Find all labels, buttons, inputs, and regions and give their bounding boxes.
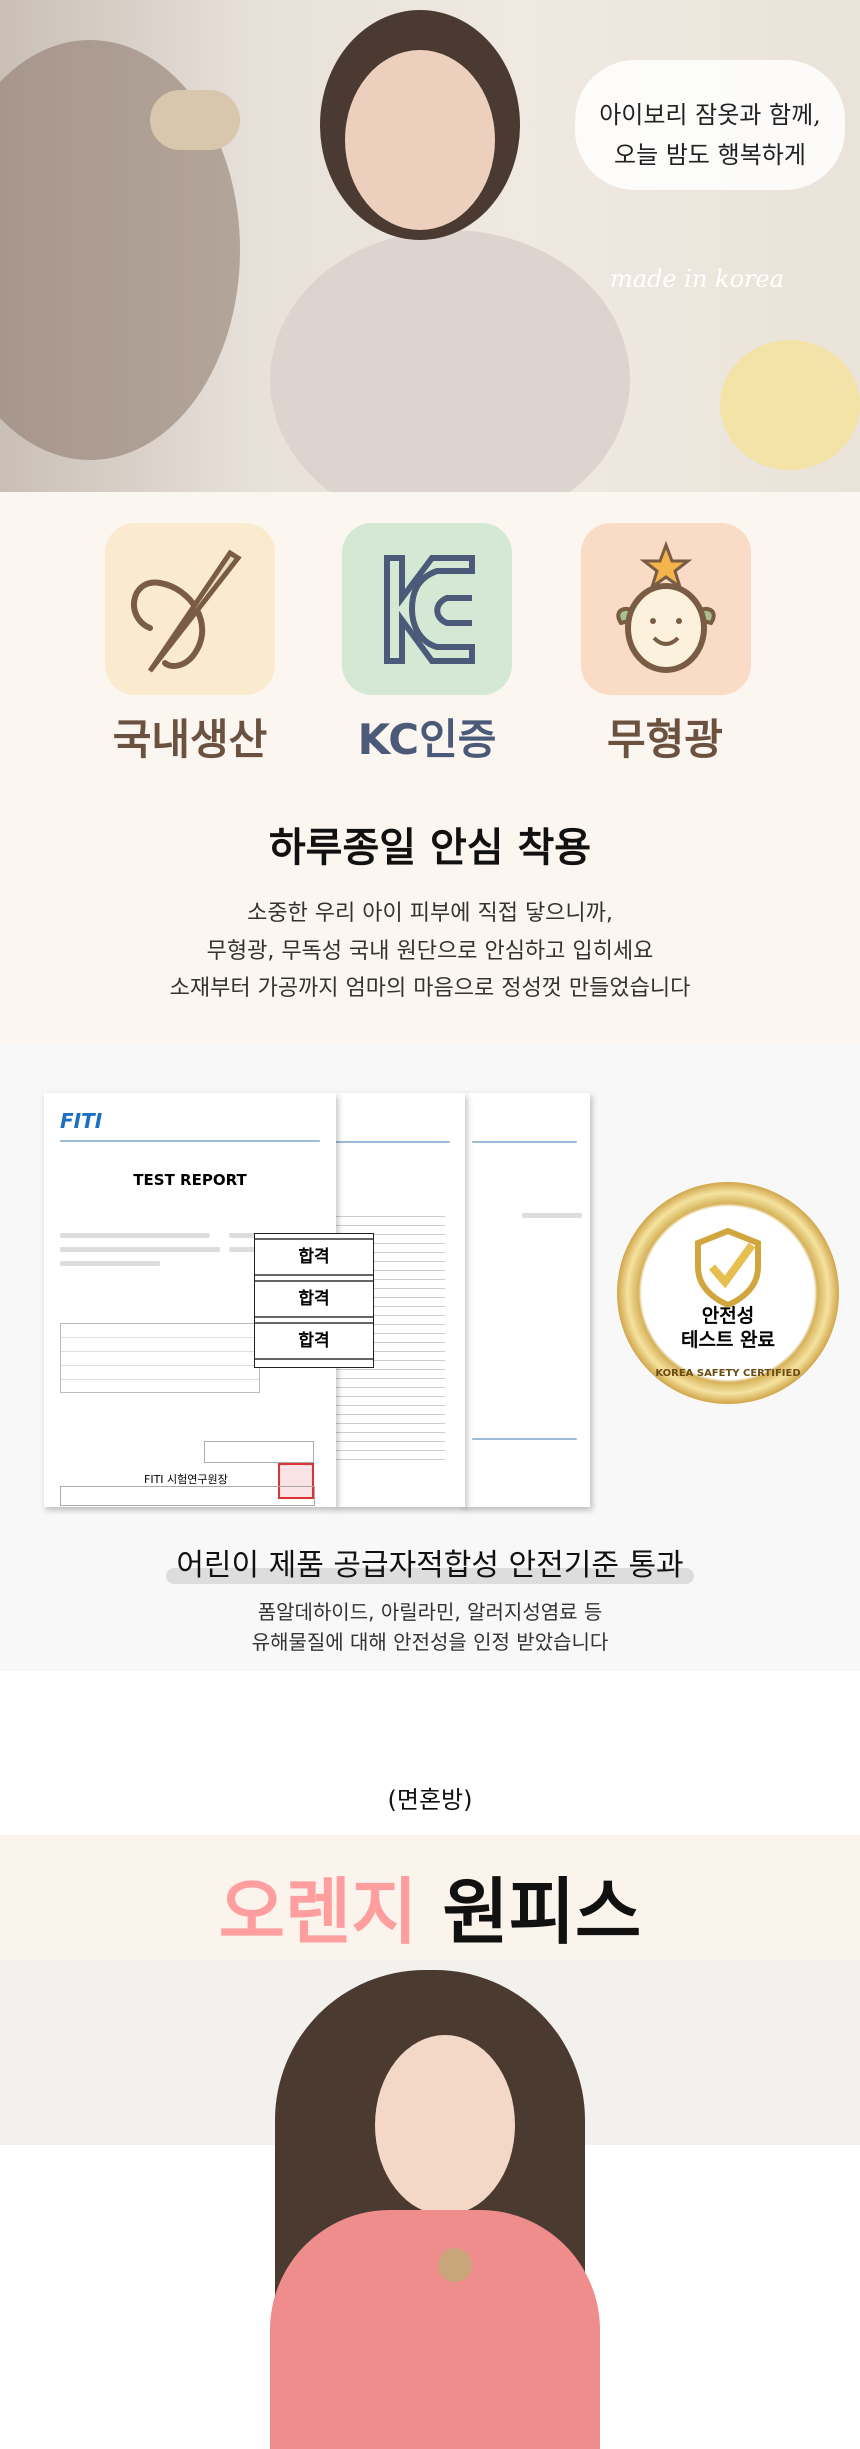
report-signature: FITI 시험연구원장	[144, 1471, 228, 1487]
needle-thread-icon	[105, 523, 275, 695]
cert-text-line2: 유해물질에 대해 안전성을 인정 받았습니다	[251, 1630, 609, 1654]
kc-mark-icon	[342, 523, 512, 695]
product-title: 오렌지 원피스	[0, 1853, 860, 1958]
test-report-page-3	[462, 1093, 590, 1507]
badge-line1: 안전성	[701, 1305, 755, 1327]
badge-line2: 테스트 완료	[680, 1329, 775, 1351]
safe-text-line3: 소재부터 가공까지 엄마의 마음으로 정성껏 만들었습니다	[169, 976, 691, 1001]
feature-label-non-fluorescent: 무형광	[607, 715, 723, 764]
hero-caption-line2: 오늘 밤도 행복하게	[614, 141, 806, 169]
product-title-accent: 오렌지	[218, 1870, 418, 1954]
hero-caption-line1: 아이보리 잠옷과 함께,	[599, 101, 821, 129]
made-in-korea-text: made in korea	[610, 265, 784, 293]
cert-text-line1: 폼알데하이드, 아릴라민, 알러지성염료 등	[257, 1600, 603, 1624]
safe-heading: 하루종일 안심 착용	[0, 815, 860, 873]
shield-check-icon	[695, 1227, 761, 1307]
cert-heading: 어린이 제품 공급자적합성 안전기준 통과	[0, 1540, 860, 1584]
fiti-logo: FITI	[60, 1109, 103, 1133]
product-photo	[0, 1960, 860, 2449]
smiley-sprout-icon	[581, 523, 751, 695]
product-title-rest: 원피스	[442, 1870, 642, 1954]
feature-label-kc: KC인증	[357, 715, 497, 764]
speech-bubble	[575, 60, 845, 190]
feature-label-domestic: 국내생산	[112, 715, 268, 764]
product-title-band	[0, 1835, 860, 1960]
fabric-label: (면혼방)	[387, 1786, 473, 1814]
test-report-page-1: FITI TEST REPORT FITI 시험연구원장	[44, 1093, 336, 1507]
safe-text-line2: 무형광, 무독성 국내 원단으로 안심하고 입히세요	[206, 939, 654, 964]
hero-photo: 아이보리 잠옷과 함께, 오늘 밤도 행복하게 made in korea	[0, 0, 860, 492]
result-pass: 합격	[255, 1280, 373, 1318]
test-results-box: 합격 합격 합격	[254, 1233, 374, 1368]
badge-ring-text: KOREA SAFETY CERTIFIED	[655, 1368, 801, 1379]
result-pass: 합격	[255, 1238, 373, 1276]
official-seal-stamp	[278, 1463, 314, 1499]
safe-text-line1: 소중한 우리 아이 피부에 직접 닿으니까,	[247, 901, 613, 926]
report-title: TEST REPORT	[133, 1171, 247, 1189]
result-pass: 합격	[255, 1322, 373, 1360]
